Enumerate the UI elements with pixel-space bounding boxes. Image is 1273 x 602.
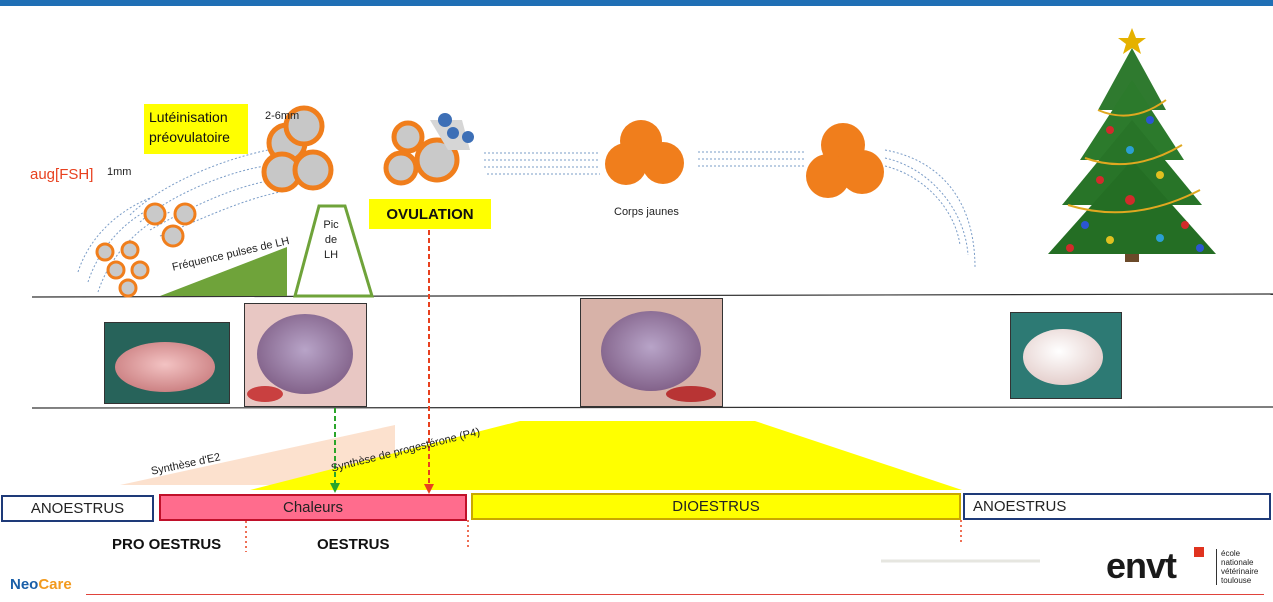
luteinisation-line2: préovulatoire bbox=[149, 127, 243, 147]
neocare-care: Care bbox=[38, 576, 71, 593]
phase-chaleurs: Chaleurs bbox=[159, 494, 467, 521]
size-2-6mm-label: 2-6mm bbox=[265, 110, 299, 122]
envt-cross-icon bbox=[1194, 547, 1204, 557]
neocare-logo: NeoCare bbox=[10, 576, 72, 593]
envt-sub-4: toulouse bbox=[1221, 576, 1258, 585]
oestrus-label: OESTRUS bbox=[317, 536, 390, 553]
size-1mm-label: 1mm bbox=[107, 166, 131, 178]
ovary-photo-anoestrus bbox=[104, 322, 230, 404]
pic-lh-label: Pic de LH bbox=[323, 218, 339, 263]
envt-sub-3: vétérinaire bbox=[1221, 567, 1258, 576]
pro-oestrus-label: PRO OESTRUS bbox=[112, 536, 221, 553]
envt-wordmark: envt bbox=[1106, 545, 1176, 587]
footer-line bbox=[86, 594, 1264, 595]
envt-sub-1: école bbox=[1221, 549, 1258, 558]
luteinisation-line1: Lutéinisation bbox=[149, 107, 243, 127]
corps-jaunes-1 bbox=[605, 120, 684, 185]
pic-lh-line2: de bbox=[323, 233, 339, 248]
ovary-photo-chaleurs bbox=[244, 303, 367, 407]
separator-line-bottom bbox=[32, 407, 1273, 408]
phase-anoestrus-left: ANOESTRUS bbox=[1, 495, 154, 522]
aug-fsh-label: aug[FSH] bbox=[30, 166, 93, 183]
ovulating-follicle bbox=[386, 113, 474, 183]
envt-logo: envt école nationale vétérinaire toulous… bbox=[1106, 545, 1266, 587]
ovary-photo-anoestrus-right bbox=[1010, 312, 1122, 399]
phase-anoestrus-right: ANOESTRUS bbox=[963, 493, 1271, 520]
corps-jaunes-label: Corps jaunes bbox=[614, 206, 679, 218]
small-follicles bbox=[97, 204, 195, 296]
pic-lh-line3: LH bbox=[323, 248, 339, 263]
neocare-neo: Neo bbox=[10, 576, 38, 593]
ovulation-box: OVULATION bbox=[369, 199, 491, 229]
corps-jaunes-2 bbox=[806, 123, 884, 198]
christmas-tree-icon bbox=[1048, 28, 1216, 262]
ovary-photo-dioestrus bbox=[580, 298, 723, 407]
decline-arcs bbox=[885, 150, 975, 268]
envt-subtitle: école nationale vétérinaire toulouse bbox=[1216, 549, 1258, 585]
luteinisation-box: Lutéinisation préovulatoire bbox=[144, 104, 248, 154]
envt-sub-2: nationale bbox=[1221, 558, 1258, 567]
phase-dioestrus: DIOESTRUS bbox=[471, 493, 961, 520]
pic-lh-line1: Pic bbox=[323, 218, 339, 233]
